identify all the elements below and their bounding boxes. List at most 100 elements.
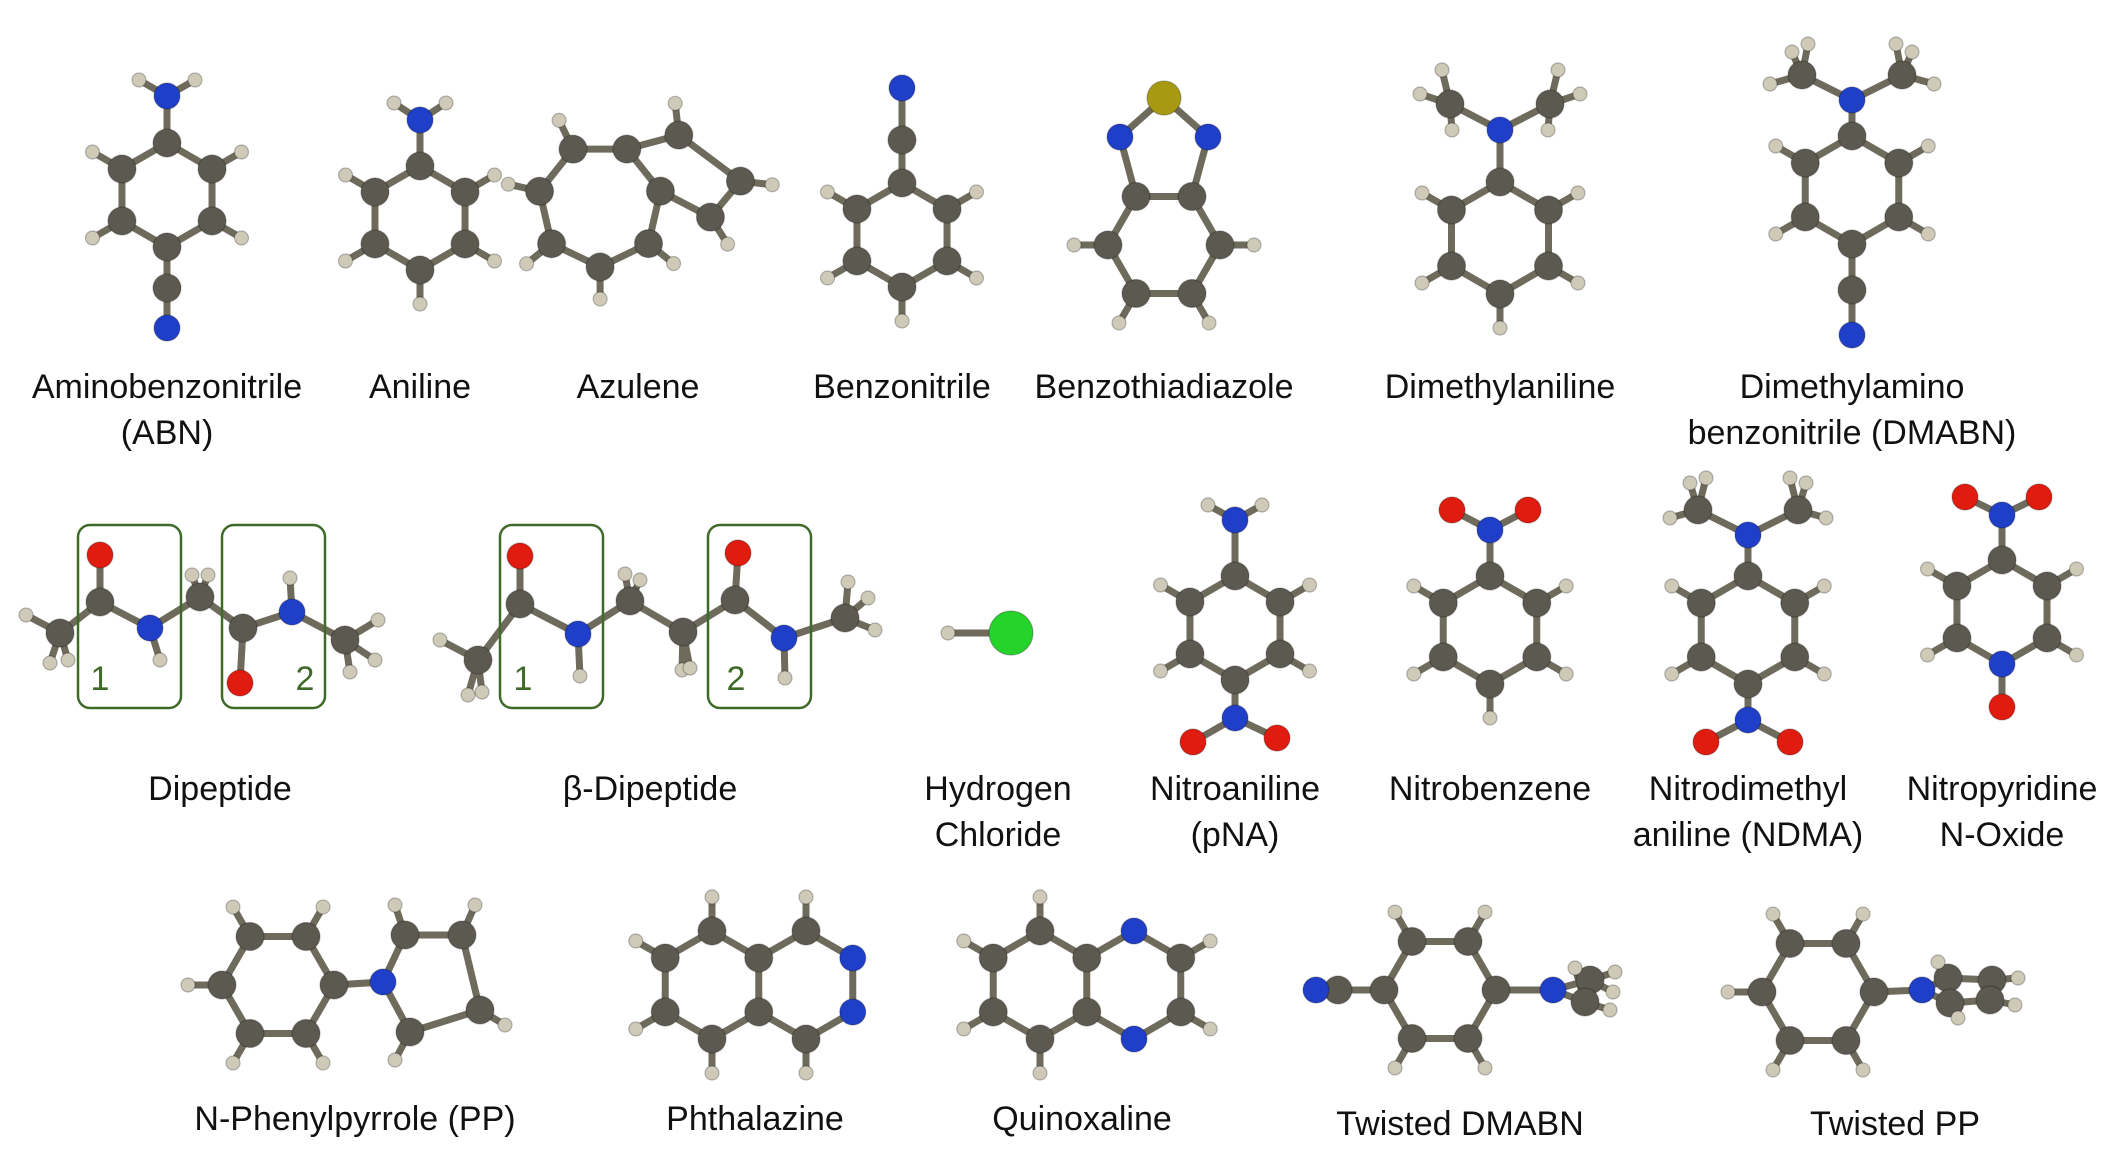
molecule-label: Dimethylaniline — [1385, 368, 1616, 406]
atom-c — [633, 228, 664, 259]
atom-n — [1838, 321, 1866, 349]
atom-c — [207, 970, 237, 1000]
atom-o — [2025, 483, 2053, 511]
atom-c — [744, 997, 774, 1027]
atom-o — [1179, 728, 1207, 756]
atom-c — [725, 166, 756, 196]
atom-h — [682, 660, 698, 676]
atom-c — [152, 128, 182, 158]
atom-c — [1436, 251, 1467, 281]
atom-cl — [988, 610, 1034, 656]
atom-c — [1481, 975, 1511, 1005]
atom-h — [1572, 86, 1588, 102]
molecule-twisted-dmabn: Twisted DMABN — [1302, 904, 1623, 1143]
atom-c — [1522, 642, 1552, 672]
atom-c — [695, 202, 726, 232]
atom-h — [315, 899, 331, 915]
molecule-label: Dipeptide — [148, 770, 292, 808]
atom-h — [1720, 984, 1736, 1000]
atom-h — [551, 112, 567, 128]
atom-c — [447, 920, 477, 950]
atom-h — [968, 184, 985, 200]
atom-h — [1765, 1062, 1781, 1078]
atom-h — [1698, 470, 1714, 486]
atom-c — [932, 194, 962, 224]
atom-h — [1920, 138, 1936, 154]
molecule-nitrobenzene: Nitrobenzene — [1389, 496, 1591, 808]
atom-n — [1734, 521, 1762, 549]
atom-n — [1221, 704, 1249, 732]
atom-c — [1570, 987, 1600, 1017]
molecule-label: Hydrogen — [924, 770, 1071, 808]
atom-h — [704, 1065, 720, 1081]
atom-c — [1175, 639, 1205, 669]
atom-c — [1220, 665, 1250, 695]
atom-n — [1838, 86, 1866, 114]
fragment-number: 2 — [296, 660, 315, 698]
atom-c — [1686, 588, 1716, 618]
atom-h — [1662, 510, 1678, 526]
molecule-label: Chloride — [935, 816, 1062, 854]
atom-c — [505, 589, 535, 619]
atom-c — [1435, 89, 1465, 119]
molecule-benzonitrile: Benzonitrile — [813, 74, 991, 406]
atom-c — [887, 125, 917, 155]
atom-c — [235, 1018, 265, 1049]
atom-c — [791, 916, 821, 946]
atom-n — [1539, 976, 1567, 1004]
atom-h — [1254, 497, 1270, 513]
atom-c — [1025, 916, 1055, 946]
atom-o — [1776, 728, 1804, 756]
atom-h — [1904, 44, 1920, 60]
atom-c — [1177, 278, 1207, 309]
atom-h — [1920, 226, 1936, 242]
atom-c — [1683, 495, 1713, 525]
atom-h — [819, 184, 836, 200]
atom-h — [1414, 275, 1430, 291]
atom-o — [1951, 483, 1979, 511]
atom-h — [1032, 889, 1048, 905]
atom-h — [42, 655, 58, 671]
atom-c — [1175, 587, 1205, 617]
atom-c — [1790, 202, 1820, 232]
atom-h — [233, 230, 250, 246]
atom-c — [405, 255, 435, 285]
atom-c — [1733, 669, 1763, 699]
atom-c — [1831, 1025, 1861, 1056]
atom-c — [1121, 181, 1151, 212]
atom-c — [1780, 642, 1810, 672]
atom-h — [1570, 275, 1586, 291]
atom-c — [744, 943, 774, 973]
atom-c — [645, 176, 676, 206]
fragment-box — [706, 523, 813, 710]
atom-c — [450, 229, 480, 259]
atom-h — [84, 144, 101, 160]
atom-h — [84, 230, 101, 246]
atom-n — [564, 620, 592, 648]
atom-n — [1476, 516, 1504, 544]
atom-c — [1166, 943, 1196, 973]
atom-h — [387, 897, 403, 913]
molecule-label: Nitropyridine — [1907, 770, 2098, 808]
atom-h — [1558, 578, 1574, 594]
atom-n — [369, 968, 397, 996]
atom-c — [228, 613, 258, 643]
fragment-box — [76, 523, 183, 710]
molecule-twisted-pp: Twisted PP — [1720, 906, 2026, 1143]
atom-c — [887, 272, 917, 302]
atom-c — [1369, 975, 1399, 1005]
atom-h — [940, 625, 956, 641]
atom-c — [1837, 121, 1867, 151]
atom-c — [1780, 588, 1810, 618]
atom-h — [1888, 36, 1904, 52]
atom-h — [1818, 510, 1834, 526]
molecule-label: Nitroaniline — [1150, 770, 1320, 808]
atom-h — [1200, 497, 1216, 513]
molecule-quinoxaline: Quinoxaline — [956, 889, 1218, 1138]
molecule-dipeptide: Dipeptide — [18, 541, 386, 808]
atom-o — [1438, 496, 1466, 524]
atom-h — [956, 1021, 972, 1037]
atom-h — [438, 95, 454, 111]
atom-c — [1975, 985, 2005, 1015]
atom-c — [319, 970, 349, 1000]
